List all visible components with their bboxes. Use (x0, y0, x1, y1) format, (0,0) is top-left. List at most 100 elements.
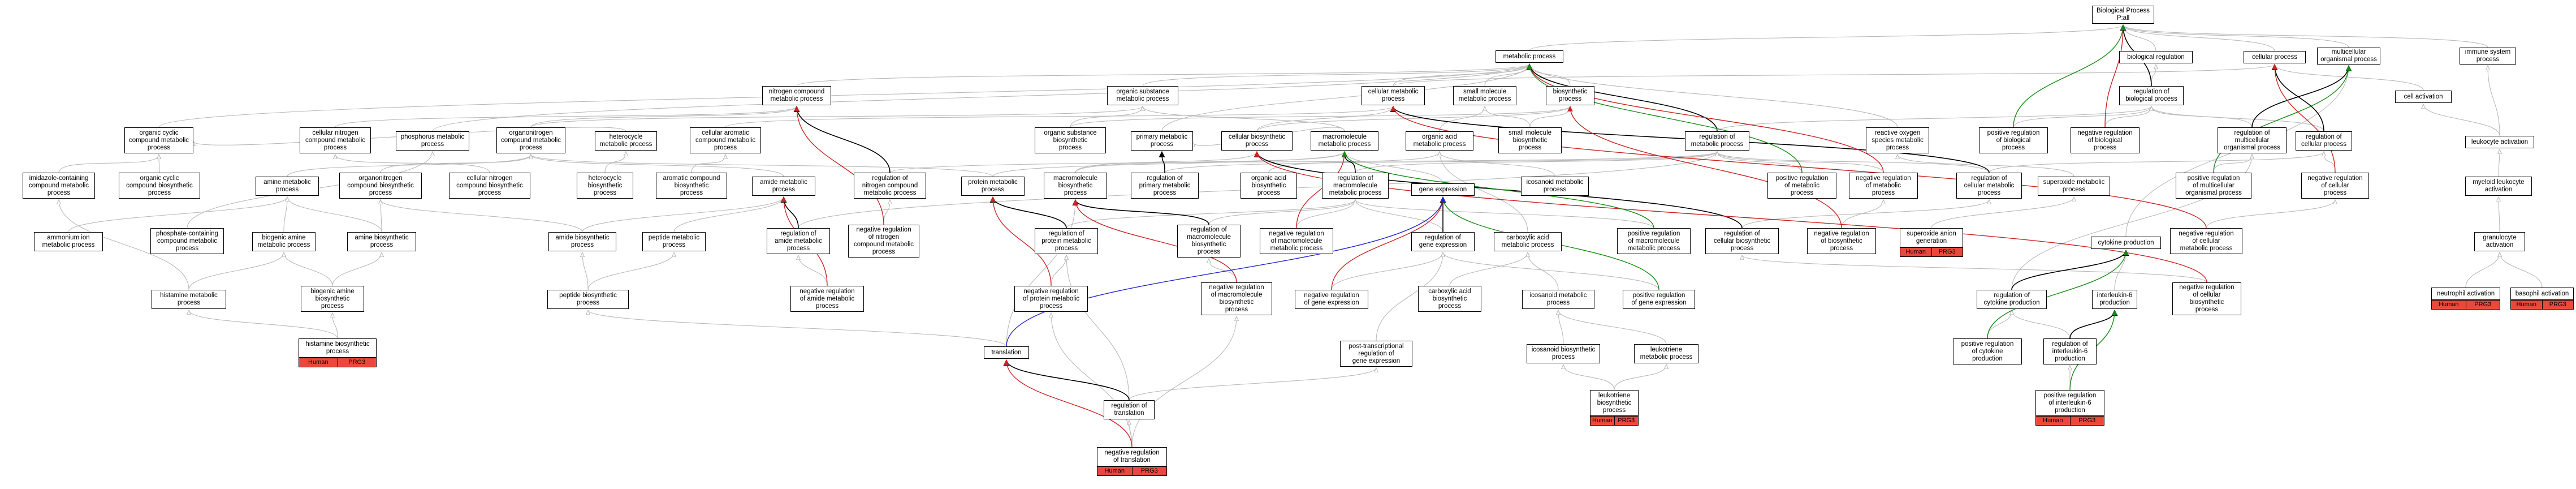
node-cellular-process[interactable]: cellular process (2244, 51, 2306, 63)
node-basophil-activation[interactable]: basophil activation (2510, 288, 2574, 300)
node-translation[interactable]: translation (984, 346, 1029, 359)
node-gene-expression[interactable]: gene expression (1411, 183, 1475, 196)
node-cytokine-production[interactable]: cytokine production (2091, 237, 2161, 249)
node-metabolic-process[interactable]: metabolic process (1496, 50, 1563, 63)
node-neutrophil-activation[interactable]: neutrophil activation (2431, 288, 2500, 300)
node-cell-activation[interactable]: cell activation (2395, 91, 2452, 103)
node-biological-regulation[interactable]: biological regulation (2119, 51, 2193, 63)
node-leukocyte-activation[interactable]: leukocyte activation (2465, 136, 2534, 148)
